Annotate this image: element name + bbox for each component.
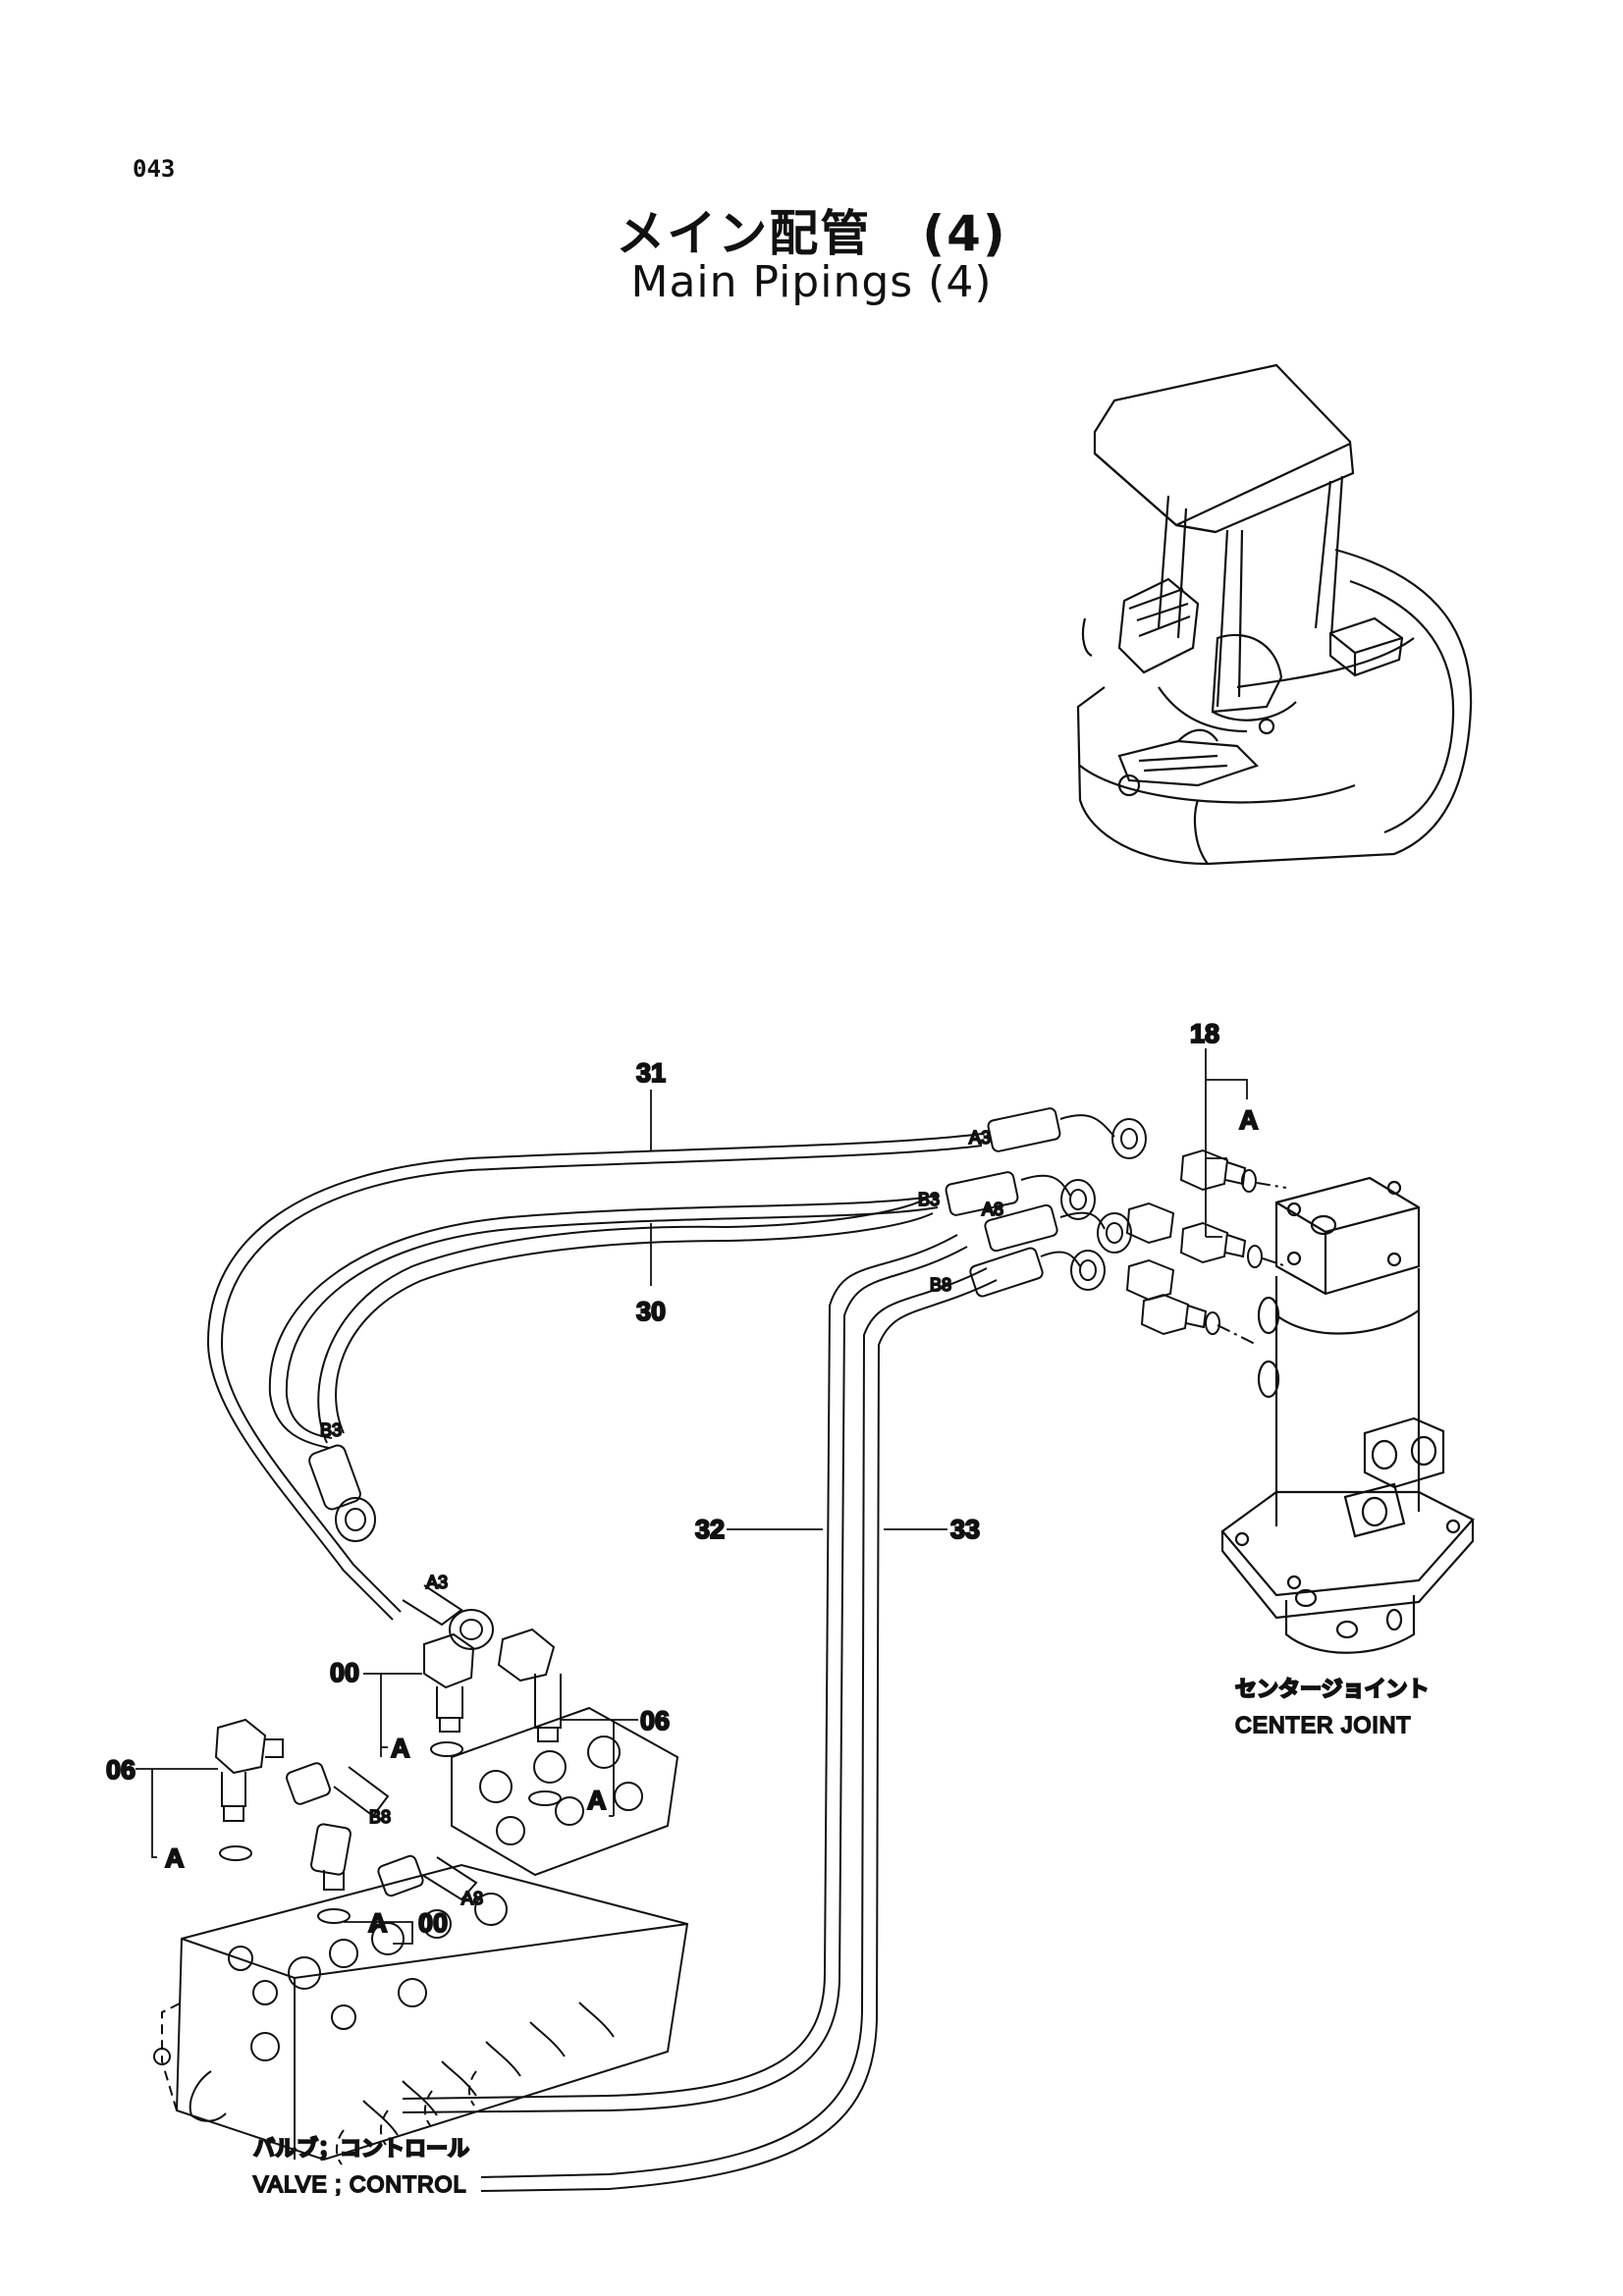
leader-lines <box>135 1048 1248 1945</box>
callout-31: 31 <box>636 1058 666 1088</box>
port-label-a8-bottom: A8 <box>461 1889 483 1908</box>
callout-33: 33 <box>950 1515 980 1544</box>
pipe-32 <box>402 1234 968 2113</box>
left-hose-fittings <box>214 1444 562 1924</box>
page-code: 043 <box>133 155 176 183</box>
callout-ref-a-2: A <box>391 1734 410 1763</box>
page-title-english: Main Pipings (4) <box>630 257 993 307</box>
callout-06-upper: 06 <box>640 1706 670 1735</box>
caption-valve-jp: バルブ；コントロール <box>253 2136 469 2162</box>
machine-overview-illustration <box>1076 363 1473 866</box>
caption-center-joint-en: CENTER JOINT <box>1235 1712 1411 1737</box>
caption-center-joint-jp: センタージョイント <box>1235 1678 1430 1702</box>
control-valve-illustration <box>153 1706 689 2165</box>
pipe-33 <box>480 1267 998 2192</box>
center-joint-illustration <box>1220 1176 1475 1654</box>
callout-00-upper: 00 <box>330 1658 359 1687</box>
caption-valve-en: VALVE ; CONTROL <box>253 2171 466 2197</box>
port-label-b8-top: B8 <box>930 1275 951 1295</box>
port-label-a8-top: A8 <box>982 1200 1003 1219</box>
port-label-a3-top: A3 <box>969 1128 991 1148</box>
port-label-b3-top: B3 <box>918 1190 940 1209</box>
callout-ref-a-4: A <box>165 1843 185 1873</box>
callout-ref-a-1: A <box>1239 1105 1259 1135</box>
callout-32: 32 <box>695 1515 725 1544</box>
hose-31 <box>206 1133 983 1621</box>
upper-hose-fittings <box>945 1107 1287 1346</box>
callout-30: 30 <box>636 1297 666 1326</box>
callout-18: 18 <box>1190 1019 1219 1048</box>
callout-06-lower: 06 <box>106 1755 135 1785</box>
port-label-b3-left: B3 <box>320 1420 342 1440</box>
page-title-japanese: メイン配管 (4) <box>616 205 1007 262</box>
hose-30 <box>268 1195 939 1449</box>
callout-ref-a-3: A <box>587 1786 607 1815</box>
callout-00-lower: 00 <box>418 1908 448 1938</box>
port-label-a3-left: A3 <box>426 1573 448 1592</box>
port-label-b8-bottom: B8 <box>369 1807 391 1827</box>
callout-ref-a-5: A <box>368 1908 388 1938</box>
